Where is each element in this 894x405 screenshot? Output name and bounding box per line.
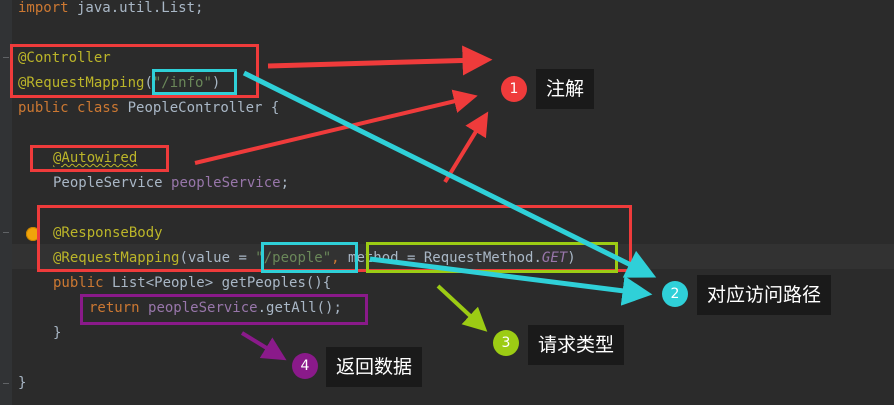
string-people-path: "/people" <box>255 250 332 266</box>
callout-badge-1: 1 <box>501 76 527 102</box>
code-text: (value = <box>179 250 256 266</box>
code-text: java.util.List; <box>68 0 204 16</box>
current-line-highlight <box>12 244 894 269</box>
arrow-return-data <box>240 331 287 361</box>
annotation-requestmapping: @RequestMapping <box>53 250 180 266</box>
code-line-responsebody: @ResponseBody <box>53 221 163 246</box>
fold-marker[interactable] <box>3 57 9 58</box>
callout-label-annotation: 注解 <box>536 69 595 109</box>
return-box <box>80 294 368 325</box>
code-text: , <box>331 250 340 266</box>
code-text: ( <box>144 75 153 91</box>
code-line-controller: @Controller <box>18 46 111 71</box>
arrow-annotation <box>194 45 493 184</box>
callout-label-method-type: 请求类型 <box>528 325 625 365</box>
keyword: import <box>18 0 69 16</box>
code-line-requestmapping-info: @RequestMapping("/info") <box>18 71 220 96</box>
code-line-method-signature: public List<People> getPeoples(){ <box>53 271 331 296</box>
keyword: class <box>77 100 120 116</box>
string-info-path: "/info" <box>152 75 212 91</box>
code-text: PeopleController { <box>119 100 280 116</box>
code-text: .getAll(); <box>257 300 342 316</box>
code-line-class-declaration: public class PeopleController { <box>18 96 279 121</box>
field-name: peopleService <box>148 300 258 316</box>
field-name: peopleService <box>171 175 281 191</box>
annotation-autowired: @Autowired <box>53 150 138 166</box>
code-text: PeopleService <box>53 175 172 191</box>
fold-marker[interactable] <box>3 232 9 233</box>
annotation-box-autowired <box>30 145 169 172</box>
code-line-autowired: @Autowired <box>53 146 137 171</box>
code-text: ; <box>280 175 290 191</box>
callout-badge-3: 3 <box>493 330 519 356</box>
fold-marker[interactable] <box>3 383 9 384</box>
annotation-box-class <box>10 44 259 98</box>
annotation-controller: @Controller <box>18 50 111 66</box>
code-line-class-closing-brace: } <box>18 371 26 396</box>
annotation-responsebody: @ResponseBody <box>53 225 163 241</box>
code-text: } <box>53 325 62 341</box>
arrow-path <box>242 70 657 306</box>
callout-label-path: 对应访问路径 <box>697 275 832 315</box>
code-line-return: return peopleService.getAll(); <box>89 296 342 321</box>
annotation-requestmapping: @RequestMapping <box>18 75 145 91</box>
callout-label-return-data: 返回数据 <box>326 347 423 387</box>
editor-gutter <box>0 0 12 405</box>
code-line-field: PeopleService peopleService; <box>53 171 289 196</box>
keyword: public <box>18 100 69 116</box>
code-text: } <box>18 375 27 391</box>
path-box-info <box>152 69 237 95</box>
arrow-method-type <box>436 284 488 332</box>
lightbulb-icon[interactable] <box>26 227 40 241</box>
code-text: List<People> getPeoples(){ <box>103 275 332 291</box>
code-line-closing-brace: } <box>53 321 61 346</box>
keyword: return <box>89 300 140 316</box>
enum-get: GET <box>541 250 568 266</box>
code-text: ) <box>567 250 576 266</box>
code-text: ) <box>211 75 221 91</box>
path-box-people <box>261 242 358 273</box>
callout-badge-4: 4 <box>292 353 318 379</box>
keyword: public <box>53 275 104 291</box>
code-line-import: import java.util.List; <box>18 0 203 21</box>
callout-badge-2: 2 <box>662 281 688 307</box>
